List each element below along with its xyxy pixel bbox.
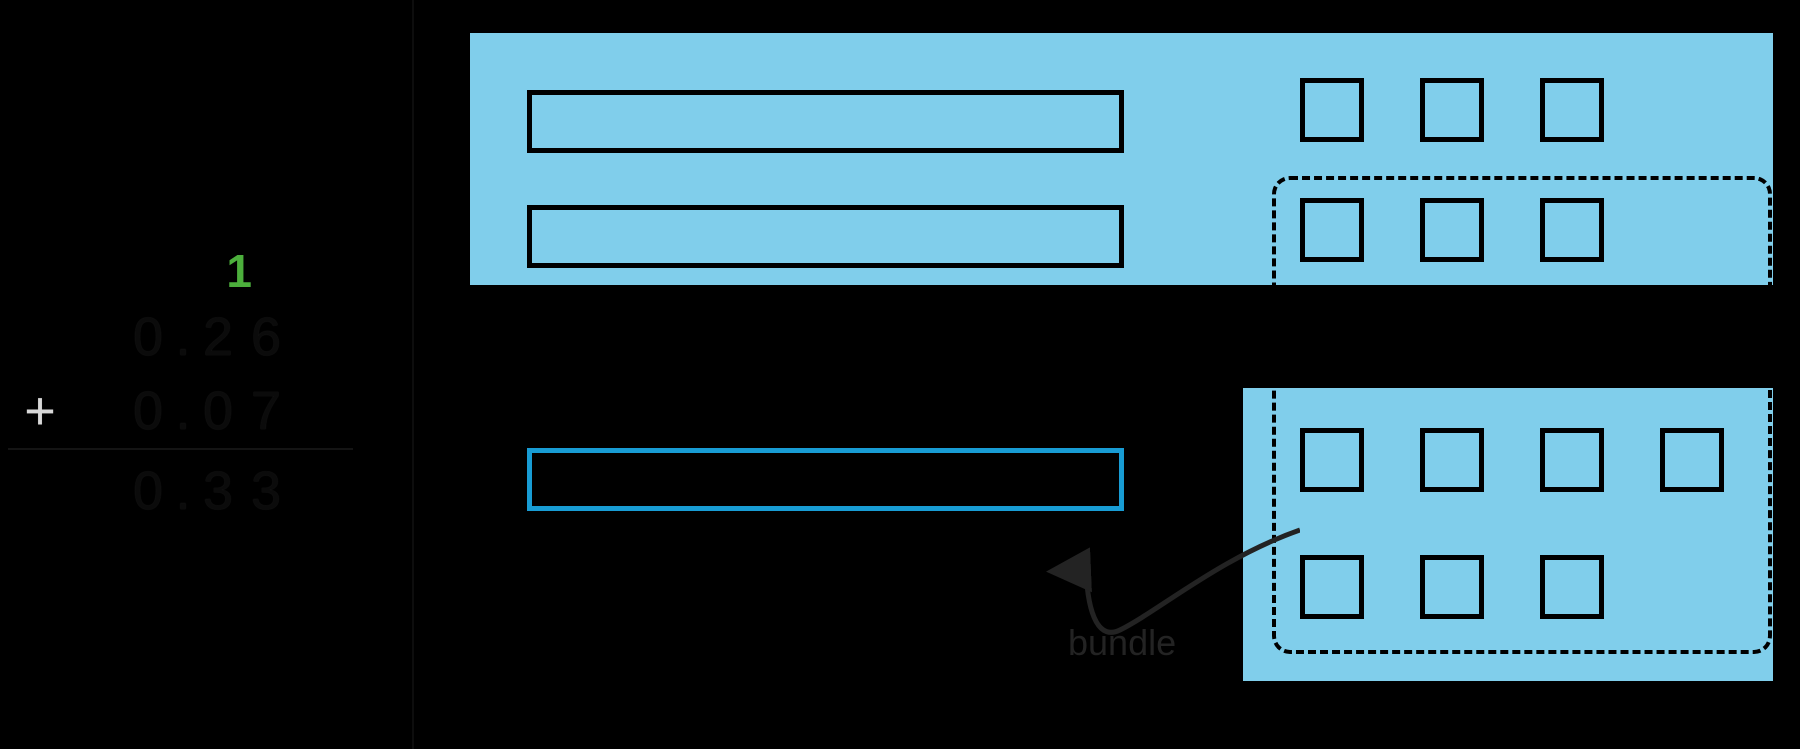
bundle-label: bundle [1068, 622, 1177, 663]
unit-square [1420, 555, 1484, 619]
addend-1-separator: . [175, 307, 191, 367]
unit-square [1300, 198, 1364, 262]
unit-square [1420, 428, 1484, 492]
unit-square [1540, 78, 1604, 142]
addend-1-tenths: 2 [202, 307, 234, 367]
bundle-dashed-outline [1272, 176, 1772, 654]
unit-square [1420, 78, 1484, 142]
unit-square [1300, 555, 1364, 619]
tenth-rod-1 [527, 90, 1124, 153]
tenth-rod-2 [527, 205, 1124, 268]
manipulatives-bottom-panel [1243, 388, 1773, 681]
unit-square [1300, 428, 1364, 492]
sum-tenths: 3 [202, 461, 234, 521]
unit-square [1660, 428, 1724, 492]
sum-hundredths: 3 [250, 461, 282, 521]
sum-rule-divider [8, 448, 353, 450]
unit-square [1420, 198, 1484, 262]
addend-2-hundredths: 7 [250, 381, 282, 441]
new-tenth-rod-highlight [527, 448, 1124, 511]
addend-2-whole: 0 [132, 381, 164, 441]
unit-square [1300, 78, 1364, 142]
addend-1-whole: 0 [132, 307, 164, 367]
unit-square [1540, 555, 1604, 619]
sum-whole: 0 [132, 461, 164, 521]
sum-separator: . [175, 461, 191, 521]
addend-2-tenths: 0 [202, 381, 234, 441]
addend-2-separator: . [175, 381, 191, 441]
section-divider [412, 0, 414, 749]
addend-2-operator: + [24, 381, 56, 441]
unit-square [1540, 428, 1604, 492]
carry-digit-tenths: 1 [226, 245, 253, 297]
addend-1-hundredths: 6 [250, 307, 282, 367]
carry-row: 1 [0, 248, 345, 294]
unit-square [1540, 198, 1604, 262]
